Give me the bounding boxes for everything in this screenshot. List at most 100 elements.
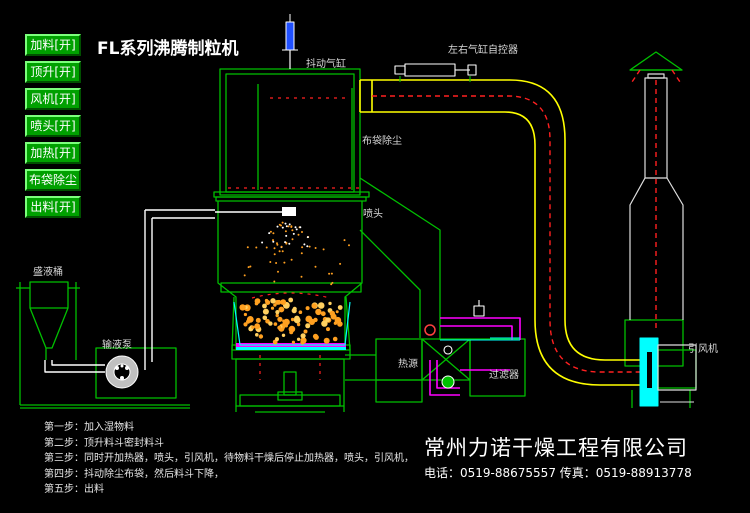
fine-particle [343,239,346,242]
discharge-button[interactable]: 出料[开] [25,196,81,218]
spray-droplet [281,226,284,229]
fine-particle [330,283,333,286]
spray-droplet [272,232,275,235]
granule [291,308,297,314]
spray-droplet [290,226,293,228]
granule [332,336,338,342]
fine-particle [275,262,278,264]
granule [251,325,255,329]
spray-droplet [269,230,272,233]
granule [337,305,343,310]
granule [275,310,280,315]
base-frame [235,358,345,407]
granule [291,340,295,344]
pump-housing [95,347,177,399]
granule [321,320,328,327]
fan-button[interactable]: 风机[开] [25,88,81,110]
spray-droplet [301,246,304,249]
fine-particle [348,244,350,247]
granule [258,334,264,339]
spray-droplet [288,242,291,245]
fine-particle [330,272,333,275]
stack-cap [629,51,683,71]
granule [262,303,267,309]
filter-box [469,338,526,397]
fine-particle [300,275,303,278]
inner-airflow [228,97,360,380]
granule [262,308,269,315]
spray-droplet [301,231,303,233]
spray-droplet [294,226,297,229]
fine-particle [255,246,258,249]
granule [273,322,278,326]
spray-droplet [288,223,291,226]
spray-droplet [281,221,284,224]
granule [290,317,295,322]
liquid-pump [105,355,139,389]
spray-droplet [278,223,281,226]
fine-particle [314,247,317,249]
spray-droplet [292,232,295,235]
page-title: FL系列沸腾制粒机 [97,39,239,59]
nozzle-button[interactable]: 喷头[开] [25,115,81,137]
fine-particle [273,253,276,256]
granule [320,311,326,317]
granule [296,337,301,341]
fine-particle [249,265,252,268]
granule [289,330,294,335]
spray-droplet [299,226,302,229]
bag-dust-label: 布袋除尘 [362,136,402,147]
lift-button[interactable]: 顶升[开] [25,61,81,83]
fan-label: 引风机 [688,344,718,355]
granule [326,327,330,332]
fan-motor [657,349,697,389]
fine-particle [276,243,279,246]
bag-filter-chamber [219,68,361,196]
granule [293,316,301,324]
feed-button[interactable]: 加料[开] [25,34,81,56]
granule [254,323,261,330]
spray-droplet [291,238,294,241]
bag-dust-button[interactable]: 布袋除尘 [25,169,81,191]
granule [313,334,319,340]
granule [273,303,277,307]
filter-label: 过滤器 [489,370,519,381]
exhaust-stack [629,73,684,320]
granule [275,313,279,318]
granule [270,298,276,304]
lift-cylinder [283,371,297,396]
process-steps: 第一步：加入湿物料 第二步：顶升料斗密封料斗 第三步：同时开加热器，喷头，引风机… [44,420,414,498]
heat-source-label: 热源 [398,359,418,370]
granule [298,310,303,315]
company-name: 常州力诺干燥工程有限公司 [424,436,688,460]
granule [281,333,286,337]
step-1: 第一步：加入湿物料 [44,422,134,433]
spray-droplet [284,241,287,244]
fine-particle [273,280,276,283]
granule [239,304,246,311]
fine-particle [265,246,268,249]
granule [300,340,305,345]
granule [305,306,310,311]
granule [303,329,308,334]
fine-particle [300,252,303,255]
heater-button[interactable]: 加热[开] [25,142,81,164]
spray-droplet [284,222,287,225]
spray-droplet [303,243,306,246]
contact-info: 电话：0519-88675557 传真：0519-88913778 [424,466,692,480]
fine-particle [280,245,283,248]
granule [333,321,338,325]
granule [262,315,268,321]
spray-droplet [285,225,288,228]
fine-particle [243,274,246,277]
spray-droplet [276,225,279,228]
granule [335,310,339,314]
fine-particle [314,265,317,268]
granule [275,300,280,305]
spray-droplet [297,233,300,236]
step-4: 第四步：抖动除尘布袋，然后料斗下降， [44,468,224,480]
lr-cylinder-label: 左右气缸自控器 [448,45,518,56]
granule [328,301,332,306]
